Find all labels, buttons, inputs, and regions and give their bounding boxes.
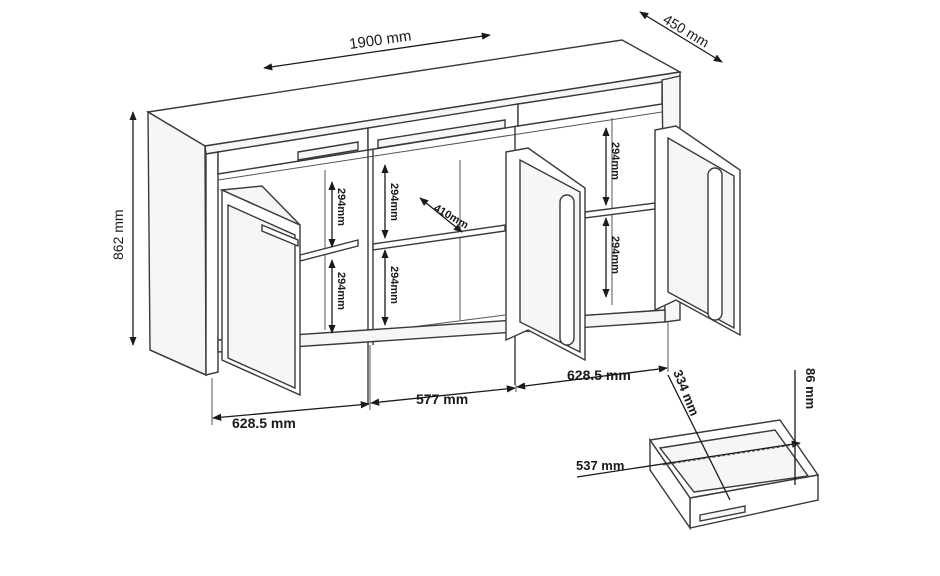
left-pullout-top [219,185,301,226]
dim-drawer-depth [667,374,731,501]
shelf-middle [372,224,506,251]
label-drawer-width: 537 mm [576,458,624,473]
label-shelf-left-lower: 294mm [335,272,347,310]
drawer-detail-drawing [648,419,820,531]
sideboard-drawing [145,39,741,405]
dimension-lines [129,11,801,501]
dim-section-right [516,365,668,390]
shelf-left [299,239,359,262]
label-height: 862 mm [110,209,126,260]
left-pullout-handle [261,223,299,248]
drawer-front-3 [517,81,663,127]
label-shelf-left-upper: 294mm [335,188,347,226]
door-1-handle [559,194,575,346]
left-pullout-inset [227,203,296,390]
label-shelf-right-upper: 294mm [609,142,621,180]
label-section-left: 628.5 mm [232,415,296,431]
label-shelf-mid-upper: 294mm [388,183,400,221]
drawer-box-side [649,437,691,531]
label-drawer-depth: 334 mm [670,368,702,419]
label-depth: 450 mm [660,11,712,51]
dim-section-left [212,401,370,421]
drawer-box-inner [658,429,810,493]
left-side-panel [147,110,207,377]
shelf-right [584,202,656,219]
dim-depth-line [639,11,723,63]
label-shelf-right-lower: 294mm [609,236,621,274]
label-shelf-mid-lower: 294mm [388,266,400,304]
dim-section-middle [370,385,516,406]
front-left-post [205,151,219,376]
dimension-labels: 1900 mm 450 mm 862 mm 294mm 294mm 294mm … [110,11,818,473]
label-section-right: 628.5 mm [567,367,631,383]
dim-drawer-width [576,440,801,478]
label-width: 1900 mm [348,27,412,53]
drawer-handle-2 [377,119,506,149]
interior-top-line [217,111,663,181]
drawer-box-handle [699,505,746,522]
label-drawer-height: 86 mm [803,368,818,409]
dim-inner-depth [419,197,463,233]
dim-drawer-width-inner [662,443,801,466]
label-inner-depth: 410mm [432,202,471,231]
label-section-middle: 577 mm [416,391,468,407]
left-base-edge [149,349,219,376]
dim-width-line [263,32,491,71]
door-2-handle [707,167,723,321]
drawer-handle-1 [297,141,359,161]
